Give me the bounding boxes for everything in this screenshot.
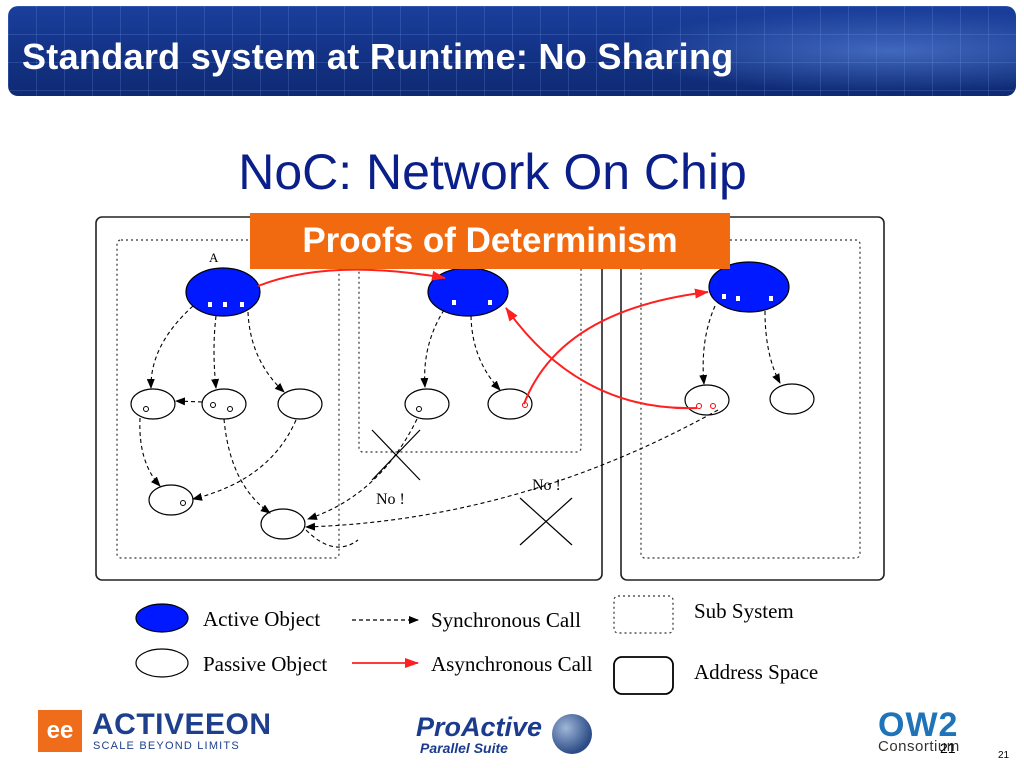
slide-subtitle: NoC: Network On Chip	[238, 144, 747, 200]
ow2-tagline: Consortium	[878, 738, 960, 755]
sync-call-blocked-2	[305, 409, 719, 531]
sync-call-c-p9	[764, 310, 781, 384]
sync-call-p2-p5	[223, 418, 271, 514]
sync-call-b-p7	[470, 315, 501, 391]
passive-object-5	[260, 508, 306, 540]
passive-object-7	[487, 388, 533, 420]
sync-call-p5-loop	[305, 529, 359, 548]
sync-call-p2-p1	[175, 397, 203, 406]
sync-call-p3-p4	[192, 419, 297, 501]
proofs-callout: Proofs of Determinism	[250, 213, 730, 269]
activeeon-badge-icon: ee	[38, 710, 82, 752]
sub-system-a	[116, 239, 340, 559]
sync-call-a-p2	[211, 315, 220, 389]
page-number-small: 21	[998, 750, 1010, 761]
passive-object-8	[684, 384, 730, 416]
legend-active-object-label: Active Object	[203, 607, 320, 631]
sync-call-a-p1	[146, 305, 194, 389]
sync-call-a-p3	[247, 311, 285, 393]
sync-call-p1-p4	[139, 417, 161, 487]
title-banner: Standard system at Runtime: No Sharing	[8, 6, 1016, 96]
legend-sub-system-label: Sub System	[694, 599, 794, 623]
legend-address-space-label: Address Space	[694, 660, 818, 684]
forbidden-cross-2	[519, 497, 573, 546]
active-object-c	[708, 261, 790, 313]
legend-passive-object-swatch	[135, 648, 189, 678]
proactive-tagline: Parallel Suite	[420, 740, 508, 756]
passive-object-6	[404, 388, 450, 420]
node-label-a: A	[209, 250, 219, 265]
async-call-p7-c	[523, 288, 709, 405]
legend-passive-object-label: Passive Object	[203, 652, 327, 676]
sync-call-blocked-1	[307, 418, 418, 520]
legend-address-space-swatch	[613, 656, 674, 695]
forbidden-cross-1	[371, 429, 421, 481]
async-call-a-b	[257, 268, 446, 287]
activeeon-name: ACTIVEEON	[92, 708, 272, 741]
sync-call-b-p6	[420, 309, 445, 388]
no-label-2: No !	[532, 477, 561, 494]
passive-object-4	[148, 484, 194, 516]
passive-object-2	[201, 388, 247, 420]
passive-object-9	[769, 383, 815, 415]
activeeon-tagline: SCALE BEYOND LIMITS	[93, 740, 240, 752]
no-label-1: No !	[376, 491, 405, 508]
legend-sync-call-label: Synchronous Call	[431, 608, 581, 632]
proactive-name: ProActive	[416, 712, 543, 742]
legend-active-object-swatch	[135, 603, 189, 633]
active-object-a	[185, 267, 261, 317]
passive-object-1	[130, 388, 176, 420]
globe-icon	[552, 714, 592, 754]
slide-title: Standard system at Runtime: No Sharing	[22, 36, 734, 77]
ow2-name: OW2	[878, 706, 959, 744]
banner-glow	[596, 6, 1016, 96]
active-object-b	[427, 267, 509, 317]
banner-grid-pattern	[8, 6, 1016, 96]
legend-async-call-label: Asynchronous Call	[431, 652, 593, 676]
passive-object-3	[277, 388, 323, 420]
page-number: 21	[940, 740, 956, 756]
async-call-p8-b	[505, 307, 698, 410]
sub-system-c	[640, 239, 861, 559]
legend-sub-system-swatch	[613, 595, 674, 634]
sync-call-c-p8	[699, 305, 716, 385]
